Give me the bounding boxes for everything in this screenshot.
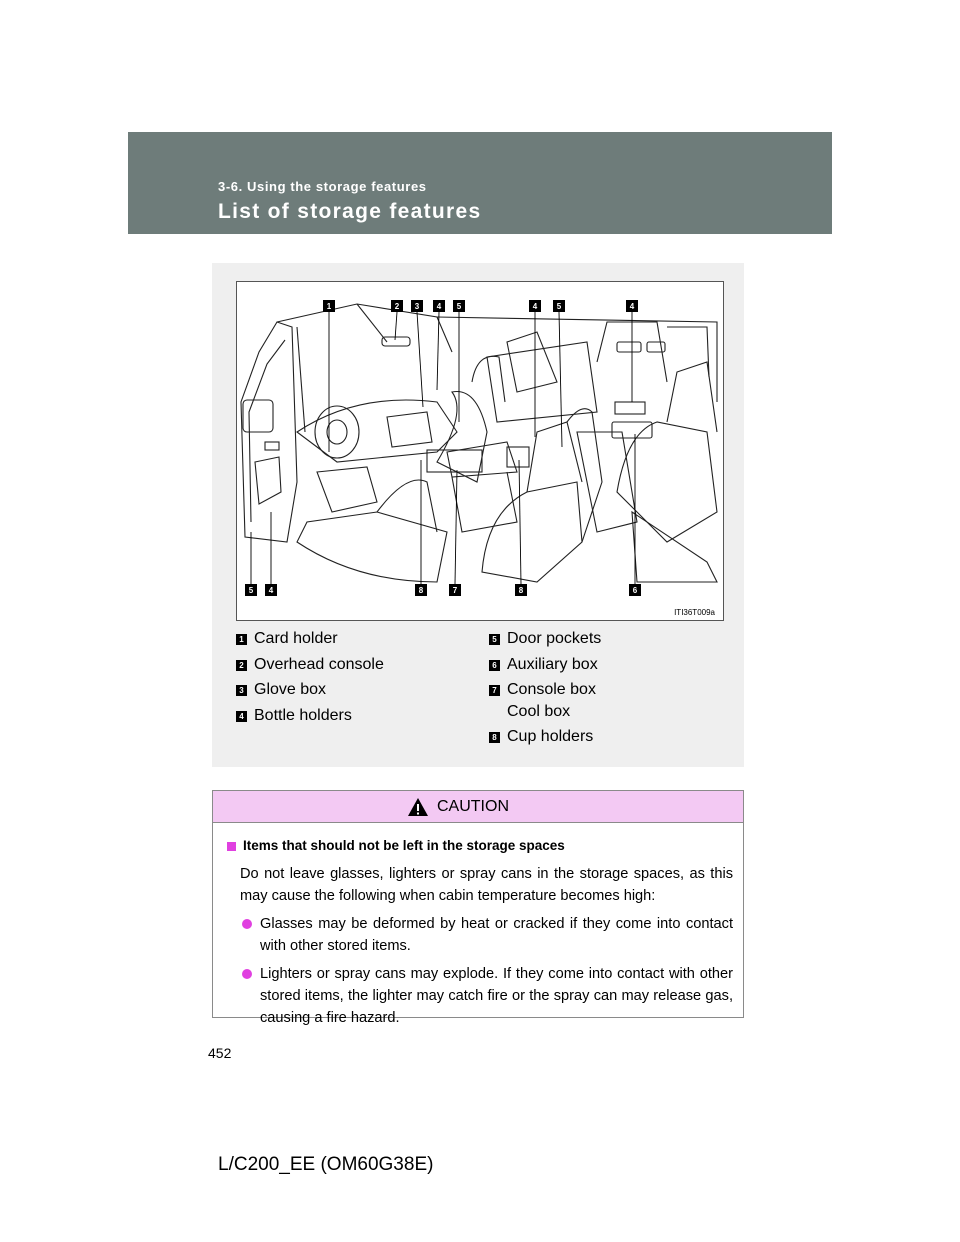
caution-header: CAUTION — [213, 791, 743, 823]
callout-label: 7 — [453, 586, 458, 595]
list-item: Lighters or spray cans may explode. If t… — [240, 963, 733, 1029]
legend-number: 8 — [489, 732, 500, 743]
legend-label: Auxiliary box — [507, 654, 598, 676]
legend-number: 5 — [489, 634, 500, 645]
legend-label: Bottle holders — [254, 705, 352, 727]
callout-label: 5 — [457, 302, 462, 311]
list-item-text: Lighters or spray cans may explode. If t… — [260, 966, 733, 1026]
callout-label: 5 — [249, 586, 254, 595]
caution-box: CAUTION Items that should not be left in… — [212, 790, 744, 1018]
legend-number: 4 — [236, 711, 247, 722]
callout-label: 2 — [395, 302, 400, 311]
caution-heading-text: Items that should not be left in the sto… — [243, 835, 565, 857]
callout-label: 3 — [415, 302, 420, 311]
legend-label: Overhead console — [254, 654, 384, 676]
section-label: 3-6. Using the storage features — [218, 179, 427, 194]
legend-number: 7 — [489, 685, 500, 696]
callout-label: 4 — [437, 302, 442, 311]
legend-label: Cup holders — [507, 726, 593, 748]
bullet-dot-icon — [242, 969, 252, 979]
legend-number: 3 — [236, 685, 247, 696]
warning-icon — [407, 797, 429, 817]
legend-label-secondary: Cool box — [507, 701, 596, 723]
page-number: 452 — [208, 1045, 231, 1061]
legend-label: Glove box — [254, 679, 326, 701]
legend-item: 2 Overhead console — [236, 654, 384, 676]
page-title: List of storage features — [218, 200, 481, 224]
caution-heading: Items that should not be left in the sto… — [227, 835, 743, 857]
image-code: ITI36T009a — [674, 608, 715, 617]
callout-label: 8 — [419, 586, 424, 595]
callout-label: 4 — [630, 302, 635, 311]
legend-item: 1 Card holder — [236, 628, 338, 650]
legend-number: 2 — [236, 660, 247, 671]
legend-item: 8 Cup holders — [489, 726, 593, 748]
caution-bullet-list: Glasses may be deformed by heat or crack… — [240, 913, 733, 1029]
callout-label: 1 — [327, 302, 332, 311]
legend-item: 4 Bottle holders — [236, 705, 352, 727]
callout-label: 8 — [519, 586, 524, 595]
legend-item: 7 Console box Cool box — [489, 679, 596, 723]
bottom-callouts: 5 4 8 7 8 6 — [245, 584, 641, 596]
legend-item: 3 Glove box — [236, 679, 326, 701]
square-bullet-icon — [227, 842, 236, 851]
bullet-dot-icon — [242, 919, 252, 929]
legend-item: 6 Auxiliary box — [489, 654, 598, 676]
caution-body: Items that should not be left in the sto… — [213, 823, 743, 1029]
interior-drawing: 1 2 3 4 5 4 5 4 5 4 8 7 8 — [237, 282, 723, 620]
legend-number: 6 — [489, 660, 500, 671]
legend-number: 1 — [236, 634, 247, 645]
callout-label: 4 — [533, 302, 538, 311]
callout-label: 6 — [633, 586, 638, 595]
list-item-text: Glasses may be deformed by heat or crack… — [260, 916, 733, 954]
legend-label-group: Console box Cool box — [507, 679, 596, 723]
legend-label: Door pockets — [507, 628, 601, 650]
vehicle-interior-illustration: 1 2 3 4 5 4 5 4 5 4 8 7 8 — [236, 281, 724, 621]
legend-label: Console box — [507, 679, 596, 701]
legend-item: 5 Door pockets — [489, 628, 601, 650]
caution-title: CAUTION — [437, 798, 509, 816]
legend-label: Card holder — [254, 628, 338, 650]
callout-label: 4 — [269, 586, 274, 595]
callout-label: 5 — [557, 302, 562, 311]
document-code: L/C200_EE (OM60G38E) — [218, 1154, 433, 1176]
caution-paragraph: Do not leave glasses, lighters or spray … — [240, 863, 733, 907]
list-item: Glasses may be deformed by heat or crack… — [240, 913, 733, 957]
